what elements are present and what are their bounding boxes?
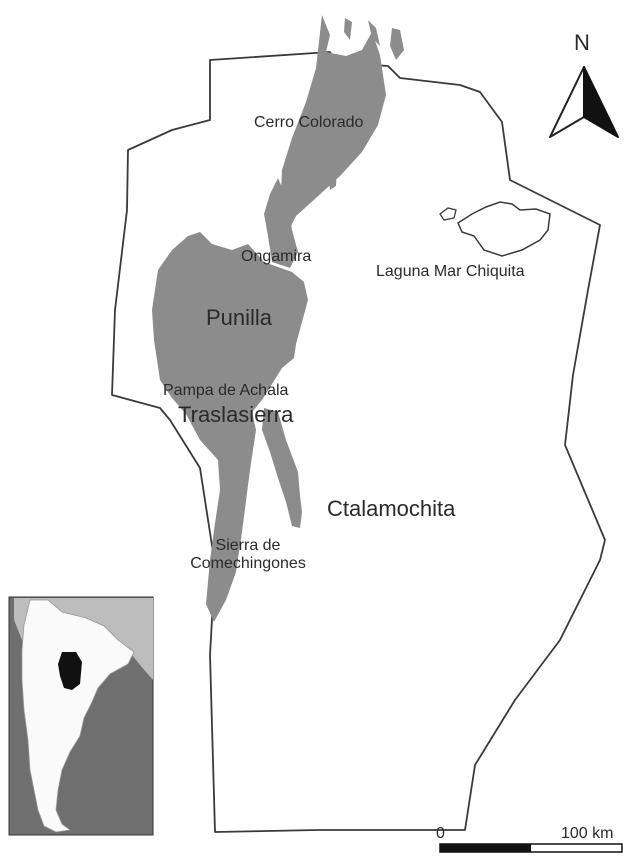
province-boundary (111, 51, 606, 833)
label-cerro-colorado: Cerro Colorado (254, 114, 364, 131)
label-ongamira: Ongamira (241, 248, 312, 265)
mountain-ranges (152, 15, 404, 622)
label-punilla: Punilla (206, 305, 273, 330)
north-arrow-icon (549, 66, 619, 138)
label-ctalamochita: Ctalamochita (327, 496, 456, 521)
label-traslasierra: Traslasierra (178, 402, 294, 427)
label-sierra-line1: Sierra de (215, 537, 281, 554)
label-sierra-line2: Comechingones (190, 554, 306, 572)
north-label: N (574, 30, 590, 55)
laguna-mar-chiquita (457, 201, 551, 257)
label-sierra-de-comechingones: Sierra de Comechingones (178, 537, 318, 572)
scale-end-label: 100 km (561, 825, 614, 842)
inset-land-argentina (21, 599, 135, 833)
laguna-islet (439, 207, 457, 221)
label-laguna-mar-chiquita: Laguna Mar Chiquita (376, 263, 525, 280)
inset-locator-map (8, 596, 154, 836)
label-pampa-de-achala: Pampa de Achala (163, 382, 289, 399)
scale-start-label: 0 (436, 825, 445, 842)
inset-cordoba-highlight (58, 652, 82, 690)
scale-bar (439, 843, 623, 853)
